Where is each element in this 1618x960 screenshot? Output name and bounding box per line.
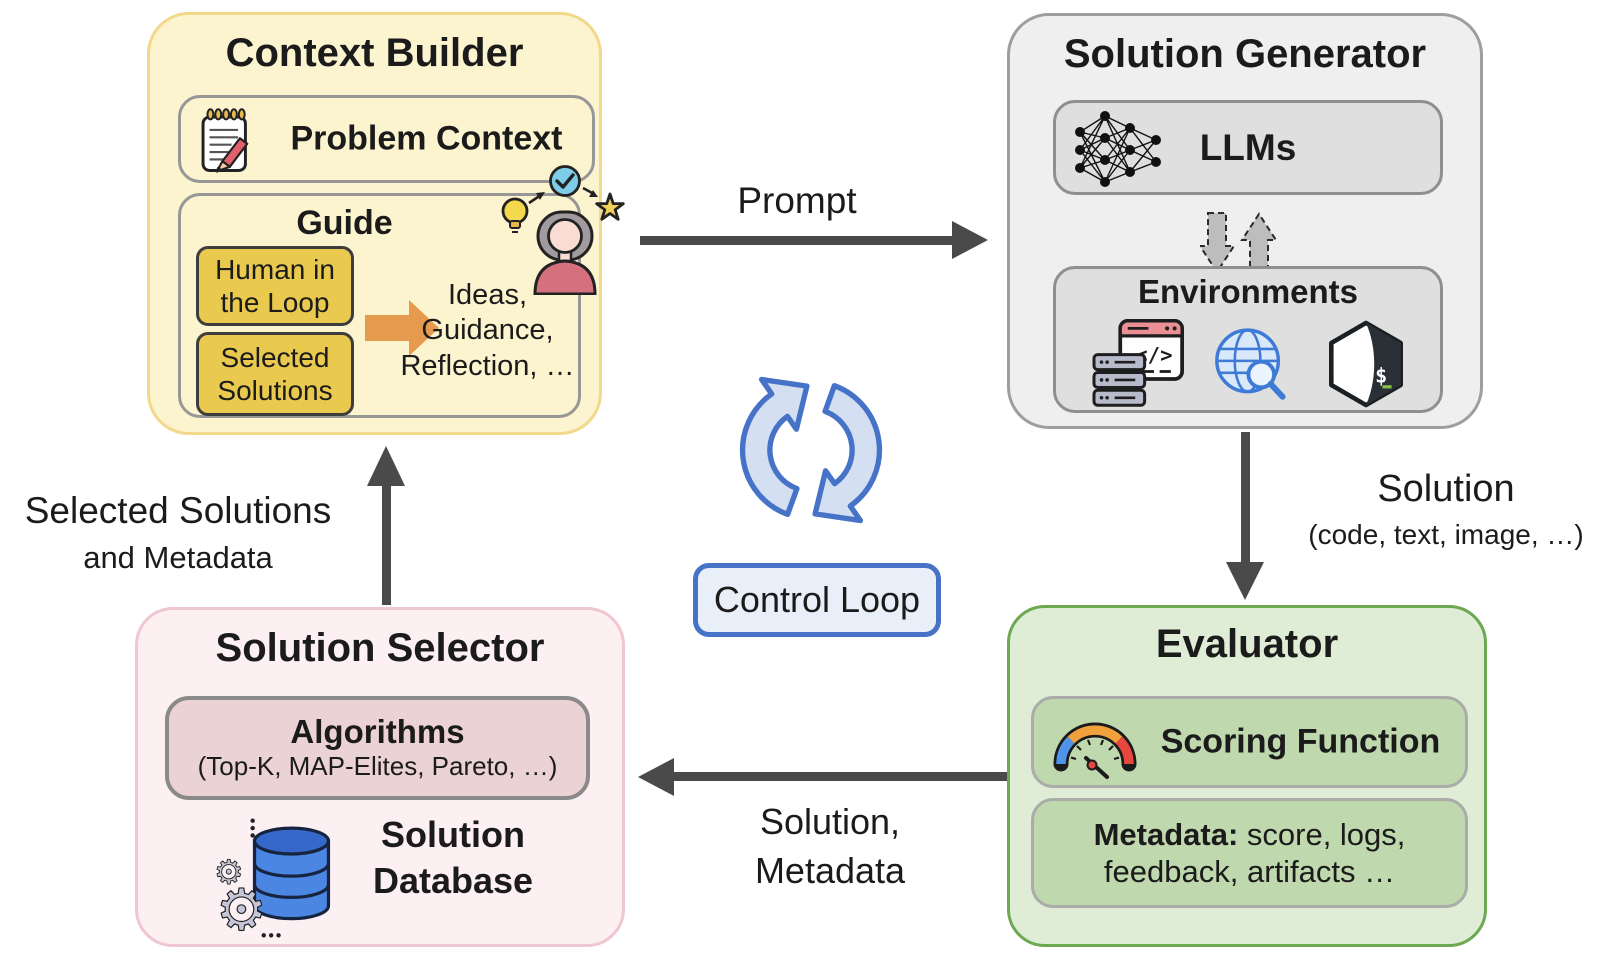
selected-solutions-chip: Selected Solutions (196, 332, 354, 416)
solution-generator-title: Solution Generator (1063, 32, 1427, 76)
metadata-bold: Metadata: (1093, 816, 1239, 852)
gauge-icon (1053, 722, 1137, 779)
ideas-line: Reflection, … (400, 349, 575, 382)
db-label-line: Database (372, 860, 534, 902)
solution-selector-title: Solution Selector (215, 626, 545, 670)
prompt-arrow-head (952, 221, 991, 259)
solution-label-main: Solution (1377, 468, 1515, 510)
em-label-line: Solution, (759, 801, 901, 842)
small-gear-icon: ⚙ (214, 853, 244, 892)
arrow-to-star (582, 186, 598, 197)
llms-box: LLMs (1053, 100, 1443, 195)
context-builder-title: Context Builder (225, 31, 524, 75)
environments-box: Environments </> (1053, 266, 1443, 413)
solution-generator-panel: Solution Generator LLMs Environments (1007, 13, 1483, 429)
magnifier (1246, 359, 1286, 400)
star-icon (595, 192, 625, 221)
algorithms-label: Algorithms (290, 713, 465, 751)
solution-metadata-arrow-label: Solution, Metadata (680, 798, 980, 895)
terminal-shell-icon: $ (1329, 320, 1403, 408)
scoring-function-box: Scoring Function (1031, 696, 1468, 788)
solution-arrow-head (1226, 562, 1264, 603)
selected-solutions-arrow-line (382, 481, 391, 605)
guide-title: Guide (296, 204, 393, 242)
arrow-to-check (528, 192, 545, 205)
metadata-rest: score, logs, (1238, 816, 1406, 852)
control-loop-label: Control Loop (693, 563, 941, 637)
selected-solutions-arrow-label: Selected Solutions and Metadata (8, 490, 348, 576)
metadata-line2: feedback, artifacts … (1103, 854, 1396, 889)
server-stack (1092, 353, 1147, 407)
evaluator-title: Evaluator (1155, 622, 1339, 666)
dashed-arrow-up (1240, 212, 1276, 274)
dots-decoration (250, 818, 281, 938)
solution-metadata-arrow-head (635, 758, 674, 796)
person-figure (533, 210, 597, 295)
neural-network-icon (1075, 111, 1161, 187)
guide-output-text: Ideas, Guidance, Reflection, … (395, 278, 580, 384)
algorithms-box: Algorithms (Top-K, MAP-Elites, Pareto, …… (165, 696, 590, 800)
bidirectional-dashed-arrows-icon (1200, 212, 1276, 274)
problem-context-box: Problem Context (178, 95, 595, 183)
dashed-arrow-down (1200, 212, 1236, 274)
prompt-arrow-label: Prompt (737, 180, 857, 221)
problem-context-label: Problem Context (290, 119, 563, 158)
scoring-function-label: Scoring Function (1160, 722, 1441, 761)
metadata-line1: Metadata: score, logs, (1094, 816, 1406, 853)
chip-text: Human in (215, 253, 335, 285)
human-in-the-loop-chip: Human in the Loop (196, 246, 354, 326)
guide-arrow-shaft (365, 315, 409, 341)
selected-solutions-arrow-head (367, 443, 405, 486)
solution-arrow-line (1241, 432, 1250, 564)
ideas-line: Guidance, (421, 314, 554, 347)
llms-label: LLMs (1199, 126, 1297, 168)
chip-text: Solutions (217, 375, 333, 406)
sel-label-line1: Selected Solutions (24, 490, 332, 531)
solution-label-sub: (code, text, image, …) (1308, 519, 1584, 550)
cycle-arrows-icon (739, 376, 883, 524)
metadata-box: Metadata: score, logs, feedback, artifac… (1031, 798, 1468, 908)
environments-label: Environments (1137, 273, 1359, 310)
guide-box: Guide Human in the Loop Selected Solutio… (178, 193, 581, 418)
guide-arrow-head (409, 300, 439, 356)
check-circle-icon (549, 165, 581, 197)
chip-text: the Loop (220, 287, 330, 318)
db-label-line: Solution (381, 814, 525, 855)
sel-label-line2: and Metadata (83, 540, 273, 575)
em-label-line: Metadata (754, 849, 906, 891)
large-gear-icon: ⚙ (216, 877, 267, 944)
solution-database-label: Solution Database (328, 812, 578, 904)
database-cylinder (252, 826, 331, 921)
globe-search-icon (1215, 328, 1286, 400)
server-code-icon: </> (1092, 319, 1184, 407)
pencil (215, 137, 249, 173)
prompt-arrow-line (640, 236, 954, 245)
notepad-pencil-icon (201, 108, 249, 173)
notepad-spiral (206, 108, 246, 121)
notepad-lines (209, 128, 239, 161)
lightbulb-icon (501, 197, 529, 233)
ideas-line: Ideas, (448, 279, 527, 311)
database-gears-icon: ⚙ ⚙ (213, 818, 331, 944)
shell-prompt-glyph: $ (1375, 363, 1387, 387)
solution-metadata-arrow-line (669, 772, 1007, 781)
algorithms-sublabel: (Top-K, MAP-Elites, Pareto, …) (197, 751, 558, 782)
person-thinking-icon (501, 165, 625, 295)
context-builder-panel: Context Builder (147, 12, 625, 435)
solution-selector-panel: Solution Selector Algorithms (Top-K, MAP… (135, 607, 625, 947)
chip-text: Selected (220, 341, 330, 373)
solution-arrow-label: Solution (code, text, image, …) (1290, 468, 1602, 551)
evaluator-panel: Evaluator Scoring Function Metadata: sco… (1007, 605, 1487, 947)
